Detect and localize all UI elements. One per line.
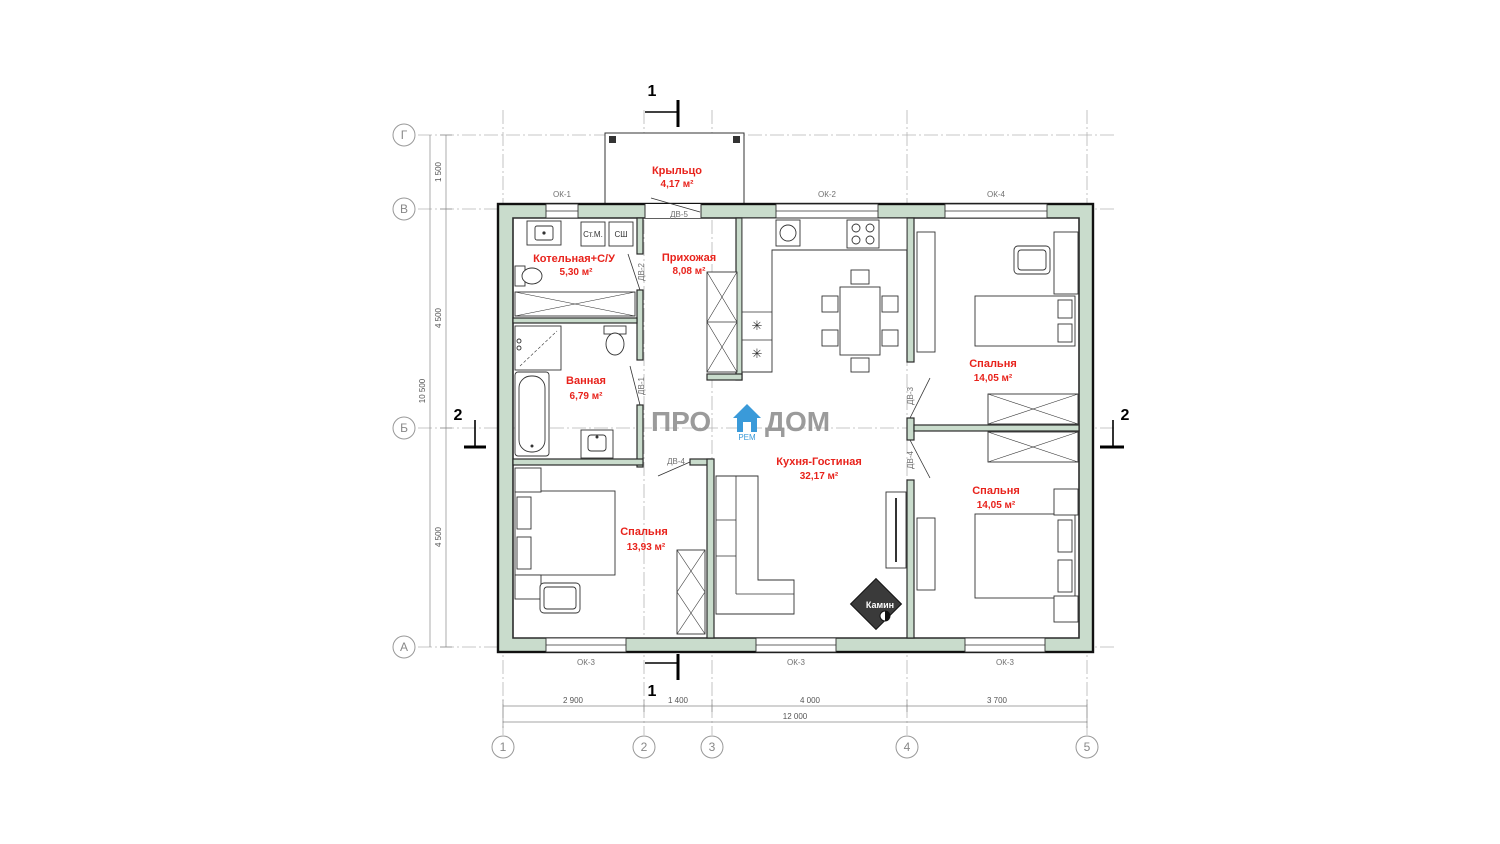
kitchen-furniture: ✳ ✳ xyxy=(741,217,908,373)
door-dv4-left: ДВ-4 xyxy=(667,457,685,466)
bedroom-sw-furniture xyxy=(514,467,706,635)
fireplace-label: Камин xyxy=(866,600,894,610)
section-markers: 1 1 2 2 xyxy=(454,83,1130,700)
dryer-label: СШ xyxy=(614,230,627,239)
dim-left-1500: 1 500 xyxy=(434,161,443,182)
watermark-logo: ПРО РЕМ ДОМ xyxy=(651,404,830,442)
window-ok3-mid: ОК-3 xyxy=(787,658,806,667)
axis-col-4: 4 xyxy=(904,740,911,754)
window-ok3-right: ОК-3 xyxy=(996,658,1015,667)
bedroom-sw-name: Спальня xyxy=(620,526,668,538)
bath-area: 6,79 м² xyxy=(570,391,604,402)
hall-area: 8,08 м² xyxy=(673,266,707,277)
window-ok4: ОК-4 xyxy=(987,190,1006,199)
dim-bottom-2900: 2 900 xyxy=(563,696,584,705)
bedroom-nw-furniture xyxy=(916,231,1079,425)
bedroom-sw-area: 13,93 м² xyxy=(627,542,666,553)
porch xyxy=(604,132,745,208)
bedroom-se-name: Спальня xyxy=(972,485,1020,497)
svg-text:✳: ✳ xyxy=(752,346,763,361)
axis-row-v: В xyxy=(400,202,408,216)
door-labels: ДВ-5 ДВ-2 ДВ-1 ДВ-4 ДВ-3 ДВ-4 xyxy=(637,210,915,469)
dim-left-4500-top: 4 500 xyxy=(434,307,443,328)
bedroom-nw-name: Спальня xyxy=(969,358,1017,370)
window-labels: ОК-1 ОК-2 ОК-4 ОК-3 ОК-3 ОК-3 xyxy=(553,190,1015,667)
hall-name: Прихожая xyxy=(662,252,716,264)
dim-bottom-1400: 1 400 xyxy=(668,696,689,705)
logo-sub: РЕМ xyxy=(738,433,756,442)
dimensions-left: 1 500 4 500 10 500 4 500 xyxy=(418,134,452,648)
hall-furniture xyxy=(706,271,738,373)
bath-fixtures xyxy=(514,325,627,459)
boiler-room-fixtures: Ст.М. СШ xyxy=(514,220,636,317)
axis-col-3: 3 xyxy=(709,740,716,754)
section-1-top: 1 xyxy=(648,83,657,100)
bedroom-nw-area: 14,05 м² xyxy=(974,373,1013,384)
section-2-left: 2 xyxy=(454,407,463,424)
bedroom-se-furniture xyxy=(916,431,1079,623)
door-swings xyxy=(627,253,931,479)
window-ok3-left: ОК-3 xyxy=(577,658,596,667)
door-dv3: ДВ-3 xyxy=(906,387,915,405)
dim-left-10500: 10 500 xyxy=(418,378,427,403)
logo-text-left: ПРО xyxy=(651,406,711,437)
axis-row-g: Г xyxy=(401,128,408,142)
windows xyxy=(545,197,1048,653)
room-labels: Крыльцо 4,17 м² Котельная+С/У 5,30 м² Пр… xyxy=(533,165,1020,553)
kitchen-name: Кухня-Гостиная xyxy=(776,456,862,468)
kitchen-area: 32,17 м² xyxy=(800,471,839,482)
bedroom-se-area: 14,05 м² xyxy=(977,500,1016,511)
window-ok2: ОК-2 xyxy=(818,190,837,199)
axis-col-labels: 1 2 3 4 5 xyxy=(491,735,1099,759)
dimensions-bottom: 2 900 1 400 4 000 3 700 12 000 xyxy=(502,696,1088,728)
door-dv5: ДВ-5 xyxy=(670,210,688,219)
boiler-name: Котельная+С/У xyxy=(533,253,615,265)
door-dv4-right: ДВ-4 xyxy=(906,451,915,469)
bath-name: Ванная xyxy=(566,375,606,387)
door-dv1: ДВ-1 xyxy=(637,377,646,395)
axis-row-b: Б xyxy=(400,421,408,435)
dim-bottom-3700: 3 700 xyxy=(987,696,1008,705)
axis-row-a: А xyxy=(400,640,408,654)
door-dv2: ДВ-2 xyxy=(637,263,646,281)
logo-text-right: ДОМ xyxy=(765,406,830,437)
section-1-bottom: 1 xyxy=(648,683,657,700)
window-ok1: ОК-1 xyxy=(553,190,572,199)
porch-area: 4,17 м² xyxy=(661,179,695,190)
porch-name: Крыльцо xyxy=(652,165,702,177)
boiler-area: 5,30 м² xyxy=(560,267,594,278)
section-2-right: 2 xyxy=(1121,407,1130,424)
dim-left-4500-bottom: 4 500 xyxy=(434,526,443,547)
axis-col-5: 5 xyxy=(1084,740,1091,754)
axis-row-labels: Г В Б А xyxy=(392,123,416,659)
svg-text:✳: ✳ xyxy=(752,318,763,333)
washer-label: Ст.М. xyxy=(583,230,603,239)
house-icon xyxy=(733,404,761,432)
axis-col-1: 1 xyxy=(500,740,507,754)
living-furniture: Камин xyxy=(715,475,907,631)
dim-bottom-total: 12 000 xyxy=(783,712,808,721)
dim-bottom-4000: 4 000 xyxy=(800,696,821,705)
axis-col-2: 2 xyxy=(641,740,648,754)
